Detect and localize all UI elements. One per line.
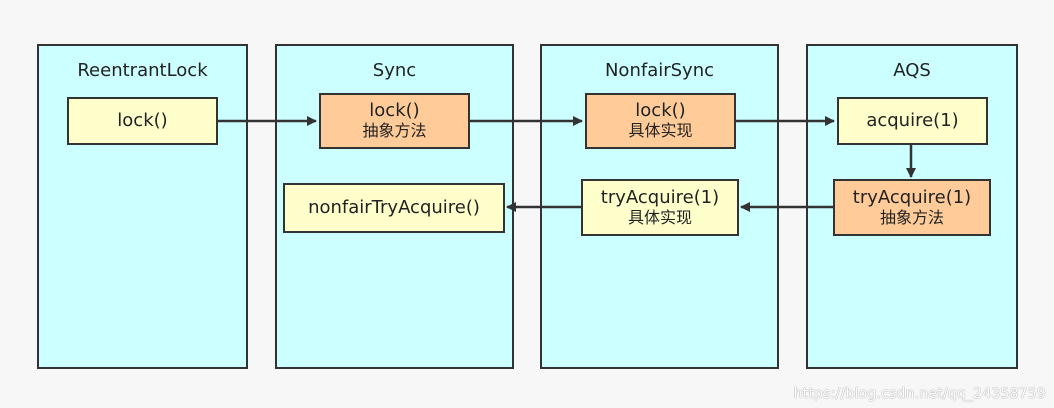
node-label: lock() (635, 100, 686, 121)
node-sync-lock: lock() 抽象方法 (319, 93, 470, 149)
lane-title-sync: Sync (372, 60, 417, 81)
node-aqs-acquire: acquire(1) (837, 97, 988, 145)
node-sync-nonfairtryacquire: nonfairTryAcquire() (283, 183, 505, 233)
node-reentrantlock-lock: lock() (67, 97, 218, 145)
node-sublabel: 抽象方法 (362, 121, 427, 140)
lane-title-reentrantlock: ReentrantLock (77, 60, 208, 81)
lane-title-aqs: AQS (893, 60, 931, 81)
node-sublabel: 抽象方法 (879, 207, 944, 227)
node-label: lock() (369, 100, 420, 121)
node-label: nonfairTryAcquire() (308, 197, 480, 218)
node-label: tryAcquire(1) (852, 186, 972, 208)
node-sublabel: 具体实现 (627, 207, 692, 227)
node-label: acquire(1) (866, 110, 959, 131)
node-aqs-tryacquire: tryAcquire(1) 抽象方法 (833, 179, 991, 236)
node-nonfairsync-tryacquire: tryAcquire(1) 具体实现 (581, 179, 739, 236)
node-nonfairsync-lock: lock() 具体实现 (585, 93, 736, 149)
lane-title-nonfairsync: NonfairSync (604, 60, 715, 81)
node-label: lock() (117, 110, 168, 131)
watermark-url: https://blog.csdn.net/qq_24358759 (793, 386, 1046, 402)
node-sublabel: 具体实现 (628, 121, 693, 140)
node-label: tryAcquire(1) (600, 186, 720, 208)
